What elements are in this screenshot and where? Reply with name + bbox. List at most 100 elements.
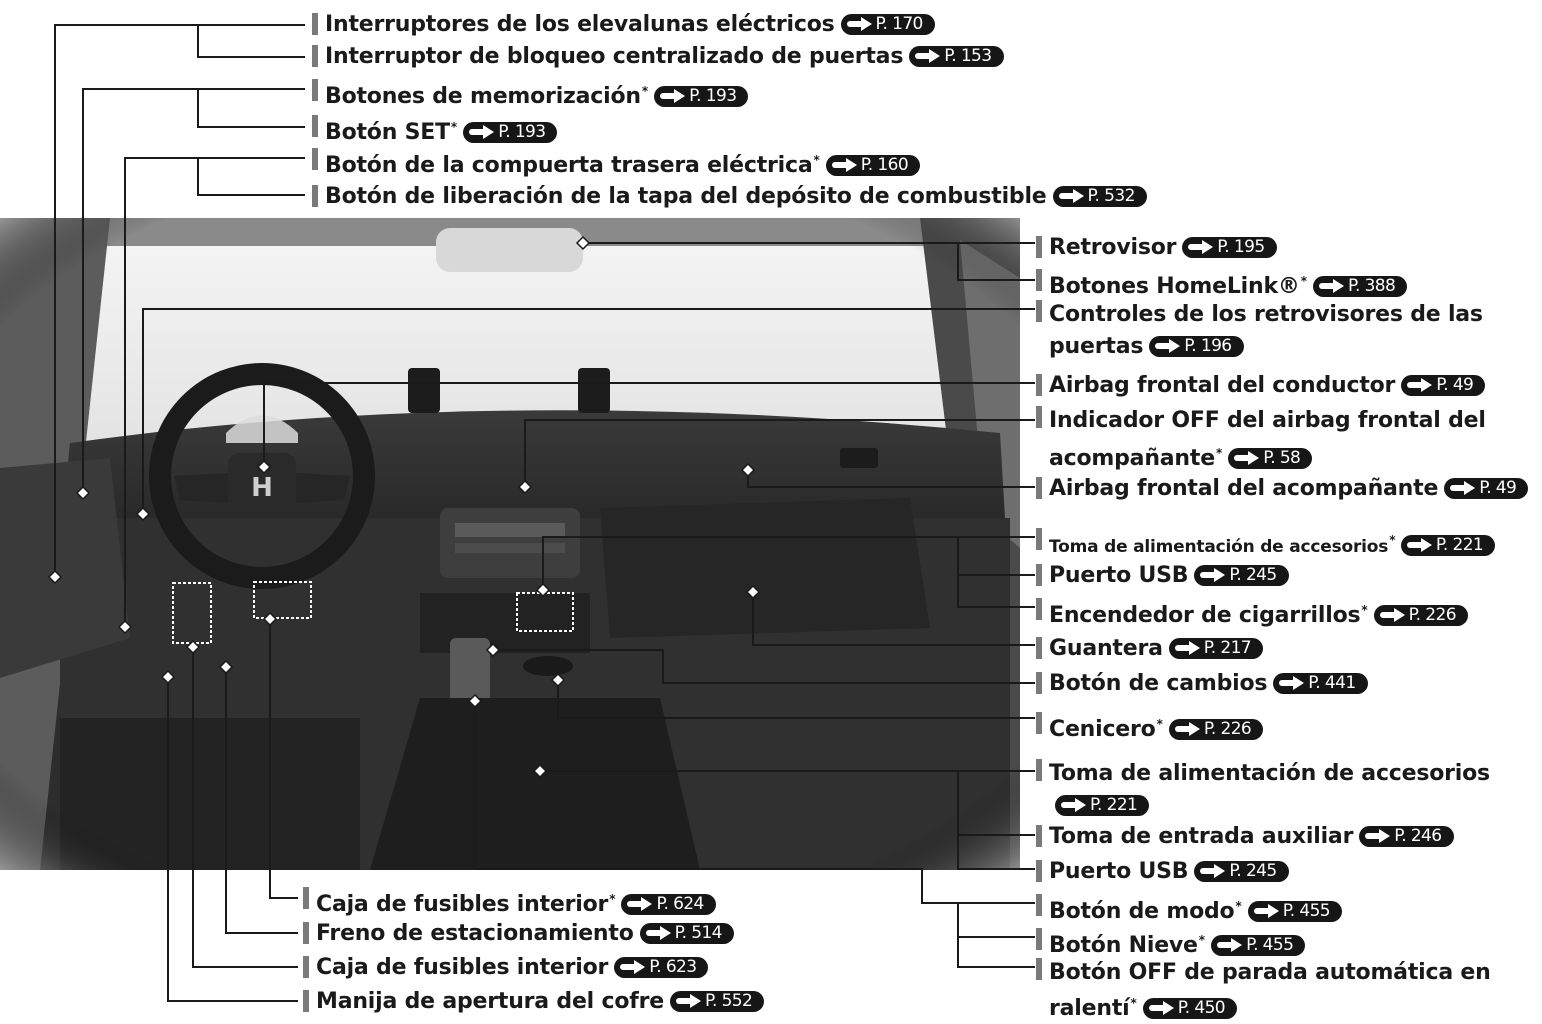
page-ref-badge[interactable]: P. 226 <box>1168 718 1264 740</box>
page-ref-badge[interactable]: P. 49 <box>1444 477 1529 499</box>
right-arrow-icon <box>675 994 702 1008</box>
page-ref-badge[interactable]: P. 245 <box>1194 564 1289 586</box>
label-snow-button: Botón Nieve*P. 455 <box>1035 927 1306 959</box>
page-ref-badge[interactable]: P. 49 <box>1401 374 1486 396</box>
page-ref-badge[interactable]: P. 623 <box>614 956 709 978</box>
right-arrow-icon <box>627 897 653 911</box>
optional-star: * <box>609 892 616 906</box>
optional-star: * <box>1215 446 1223 460</box>
page-ref-badge[interactable]: P. 450 <box>1142 997 1238 1019</box>
label-text: Botón de liberación de la tapa del depós… <box>325 184 1047 209</box>
label-text: Indicador OFF del airbag frontal del aco… <box>1049 408 1486 471</box>
label-text: Airbag frontal del conductor <box>1049 373 1396 398</box>
page-ref-badge[interactable]: P. 514 <box>639 922 734 944</box>
optional-star: * <box>1235 899 1242 913</box>
page-ref-badge[interactable]: P. 441 <box>1273 672 1368 694</box>
page-ref-badge[interactable]: P. 193 <box>654 85 749 107</box>
label-text: Airbag frontal del acompañante <box>1049 476 1439 501</box>
label-text: Cenicero <box>1049 717 1156 742</box>
page-ref-badge[interactable]: P. 246 <box>1359 825 1454 847</box>
right-arrow-icon <box>1406 538 1433 552</box>
page-ref-badge[interactable]: P. 221 <box>1400 534 1496 556</box>
optional-star: * <box>1156 717 1163 731</box>
label-text: Controles de los retrovisores de las pue… <box>1049 302 1483 359</box>
optional-star: * <box>450 120 458 134</box>
label-text: Toma de alimentación de accesorios <box>1049 537 1389 557</box>
page-ref-badge[interactable]: P. 455 <box>1247 900 1343 922</box>
label-text: Manija de apertura del cofre <box>316 989 664 1014</box>
label-central-lock: Interruptor de bloqueo centralizado de p… <box>312 44 1004 70</box>
page-ref-badge[interactable]: P. 226 <box>1373 604 1468 626</box>
label-text: Botones HomeLink® <box>1049 274 1300 299</box>
right-arrow-icon <box>1200 864 1226 878</box>
optional-star: * <box>813 153 820 167</box>
label-text: Botón SET <box>325 120 450 145</box>
right-arrow-icon <box>1061 798 1087 812</box>
right-arrow-icon <box>1200 568 1226 582</box>
label-text: Toma de entrada auxiliar <box>1049 824 1354 849</box>
right-arrow-icon <box>1174 722 1201 736</box>
optional-star: * <box>1300 274 1307 288</box>
right-arrow-icon <box>1407 378 1433 392</box>
label-text: Guantera <box>1049 636 1163 661</box>
right-arrow-icon <box>660 89 686 103</box>
page-ref-badge[interactable]: P. 217 <box>1168 637 1264 659</box>
page-ref-badge[interactable]: P. 196 <box>1149 335 1244 357</box>
label-fuel-door: Botón de liberación de la tapa del depós… <box>312 184 1147 210</box>
label-text: Encendedor de cigarrillos <box>1049 603 1361 628</box>
label-text: Freno de estacionamiento <box>316 921 634 946</box>
right-arrow-icon <box>620 960 646 974</box>
label-power-tailgate: Botón de la compuerta trasera eléctrica*… <box>311 147 921 179</box>
label-homelink: Botones HomeLink®* P. 388 <box>1035 268 1408 300</box>
label-text: Caja de fusibles interior <box>316 955 609 980</box>
right-arrow-icon <box>1253 904 1280 918</box>
right-arrow-icon <box>846 17 873 31</box>
label-text: Puerto USB <box>1049 563 1189 588</box>
label-fuse-box-star: Caja de fusibles interior*P. 624 <box>303 886 716 918</box>
page-ref-badge[interactable]: P. 455 <box>1211 934 1306 956</box>
right-arrow-icon <box>645 926 672 940</box>
optional-star: * <box>1361 603 1368 617</box>
page-ref-badge[interactable]: P. 552 <box>669 990 765 1012</box>
page-ref-badge[interactable]: P. 170 <box>840 13 935 35</box>
label-memory-buttons: Botones de memorización*P. 193 <box>311 78 749 110</box>
page-ref-badge[interactable]: P. 58 <box>1228 447 1313 469</box>
right-arrow-icon <box>1318 279 1345 293</box>
page-ref-badge[interactable]: P. 221 <box>1055 794 1150 816</box>
page-ref-badge[interactable]: P. 195 <box>1182 236 1277 258</box>
label-text: Botón de cambios <box>1049 671 1268 696</box>
label-text: Puerto USB <box>1049 859 1189 884</box>
page-ref-badge[interactable]: P. 153 <box>909 45 1004 67</box>
page-ref-badge[interactable]: P. 160 <box>825 154 921 176</box>
right-arrow-icon <box>1217 938 1243 952</box>
label-accessory-socket-1: Toma de alimentación de accesorios* P. 22… <box>1035 527 1496 560</box>
page-ref-badge[interactable]: P. 245 <box>1194 860 1289 882</box>
optional-star: * <box>1130 996 1137 1010</box>
page-ref-badge[interactable]: P. 532 <box>1052 185 1147 207</box>
label-ashtray: Cenicero* P. 226 <box>1035 711 1264 743</box>
label-door-mirror-controls: Controles de los retrovisores de las pue… <box>1036 299 1529 363</box>
right-arrow-icon <box>1174 641 1201 655</box>
page-ref-badge[interactable]: P. 624 <box>621 893 716 915</box>
right-arrow-icon <box>1148 1001 1175 1015</box>
page-ref-badge[interactable]: P. 388 <box>1312 275 1408 297</box>
label-text: Retrovisor <box>1049 235 1177 260</box>
dashboard-photo: H <box>0 218 1020 870</box>
right-arrow-icon <box>1058 189 1085 203</box>
label-text: Toma de alimentación de accesorios <box>1049 761 1490 786</box>
right-arrow-icon <box>469 125 495 139</box>
right-arrow-icon <box>1279 676 1305 690</box>
right-arrow-icon <box>1365 829 1391 843</box>
label-accessory-socket-2: Toma de alimentación de accesorios P. 221 <box>1036 758 1529 822</box>
right-arrow-icon <box>915 49 941 63</box>
label-text: Botón OFF de parada automática en ralent… <box>1049 960 1491 1021</box>
optional-star: * <box>1389 533 1395 547</box>
page-ref-badge[interactable]: P. 193 <box>463 121 558 143</box>
